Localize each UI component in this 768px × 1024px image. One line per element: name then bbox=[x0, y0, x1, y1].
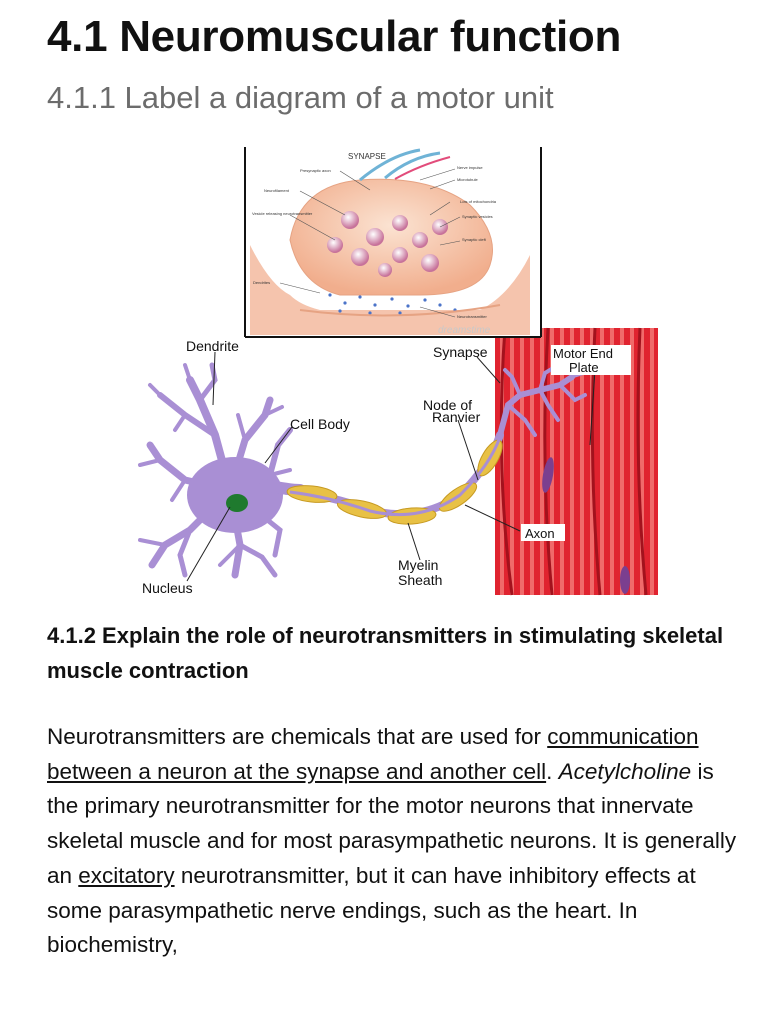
label-synapse: Synapse bbox=[433, 344, 488, 360]
para-text-1: Neurotransmitters are chemicals that are… bbox=[47, 724, 548, 749]
link-excitatory[interactable]: excitatory bbox=[78, 862, 175, 888]
inset-label-synaptic-vesicles: Synaptic vesicles bbox=[462, 214, 493, 219]
inset-label-neurofilament: Neurofilament bbox=[264, 188, 290, 193]
page-title: 4.1 Neuromuscular function bbox=[47, 12, 622, 61]
label-dendrite: Dendrite bbox=[186, 338, 239, 354]
inset-label-presynaptic-axon: Presynaptic axon bbox=[300, 168, 331, 173]
term-acetylcholine: Acetylcholine bbox=[558, 758, 692, 784]
inset-label-microtubule: Microtubule bbox=[457, 177, 478, 182]
para-text-3: is the primary neurotransmitter for the … bbox=[47, 758, 737, 888]
section-subtitle: 4.1.1 Label a diagram of a motor unit bbox=[47, 80, 554, 115]
body-paragraph: Neurotransmitters are chemicals that are… bbox=[47, 720, 737, 963]
inset-label-mitochondria: Lots of mitochondria bbox=[460, 199, 497, 204]
label-motor-end-plate-line1: Motor End bbox=[553, 346, 613, 361]
label-cell-body: Cell Body bbox=[290, 416, 350, 432]
inset-title: SYNAPSE bbox=[348, 152, 386, 161]
para-text-2: . bbox=[546, 758, 559, 784]
label-node-of-ranvier-line2: Ranvier bbox=[432, 409, 481, 425]
label-myelin-sheath-line1: Myelin bbox=[398, 557, 438, 573]
link-communication[interactable]: communication between a neuron at the sy… bbox=[47, 724, 699, 784]
label-node-of-ranvier-line1: Node of bbox=[423, 397, 472, 413]
synapse-inset: SYNAPSE Presynaptic axon Nerve impulse M… bbox=[244, 147, 542, 338]
label-myelin-sheath-line2: Sheath bbox=[398, 572, 442, 588]
inset-label-neurotransmitter: Neurotransmitter bbox=[457, 314, 487, 319]
label-axon: Axon bbox=[525, 526, 555, 541]
inset-label-nerve-impulse: Nerve impulse bbox=[457, 165, 483, 170]
inset-label-synaptic-cleft: Synaptic cleft bbox=[462, 237, 487, 242]
nucleus-shape bbox=[226, 494, 248, 512]
inset-label-vesicle-releasing: Vesicle releasing neurotransmitter bbox=[252, 211, 313, 216]
section-heading: 4.1.2 Explain the role of neurotransmitt… bbox=[47, 623, 724, 683]
leader-lines bbox=[186, 351, 596, 582]
inset-label-dendrites: Dendrites bbox=[253, 280, 270, 285]
label-motor-end-plate-line2: Plate bbox=[569, 360, 599, 375]
inset-watermark: dreamstime bbox=[438, 325, 491, 336]
label-nucleus: Nucleus bbox=[142, 580, 193, 596]
para-text-4: neurotransmitter, but it can have inhibi… bbox=[47, 862, 696, 958]
motor-unit-diagram: SYNAPSE Presynaptic axon Nerve impulse M… bbox=[0, 145, 768, 605]
